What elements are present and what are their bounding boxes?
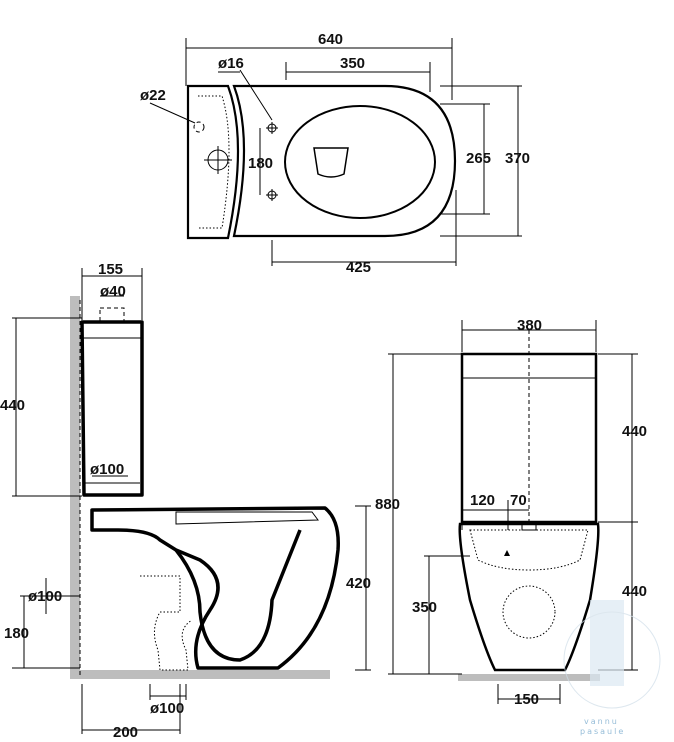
dim-side-o40: ø40 [100,283,126,300]
dim-side-180: 180 [4,625,29,642]
dim-front-150: 150 [514,691,539,708]
dim-top-265: 265 [466,150,491,167]
dim-side-o100-waste: ø100 [28,588,62,605]
dim-front-440-bottom: 440 [622,583,647,600]
side-view-trap [174,529,302,662]
top-view: 640 350 ø16 ø22 180 265 370 425 [140,31,530,276]
dim-side-o100-floor: ø100 [150,700,184,717]
side-view-bowl [90,506,340,670]
dim-front-120: 120 [470,492,495,509]
dim-side-440: 440 [0,397,25,414]
watermark-line1: vannu [584,717,619,726]
dim-side-155: 155 [98,261,123,278]
watermark-line2: pasaule [580,727,625,736]
side-view-tank [80,320,144,497]
dim-top-370: 370 [505,150,530,167]
dim-top-inlet: ø22 [140,87,166,104]
dim-side-o100-flush: ø100 [90,461,124,478]
dim-side-420: 420 [346,575,371,592]
dim-top-350: 350 [340,55,365,72]
front-view: 380 440 120 70 440 350 150 [388,317,647,708]
dim-top-425: 425 [346,259,371,276]
wall [70,296,80,678]
dim-front-350: 350 [412,599,437,616]
dim-side-880: 880 [375,496,400,513]
arrow-icon [504,550,510,556]
dim-top-width: 640 [318,31,343,48]
watermark: vannu pasaule [563,600,661,736]
floor [70,670,330,679]
side-view-rim [175,511,319,525]
top-view-tank-inner [198,95,230,229]
inlet-marker [521,523,537,531]
dim-front-440-top: 440 [622,423,647,440]
dim-side-200: 200 [113,724,138,741]
top-view-drain [313,147,349,178]
top-view-bowl-opening [284,105,436,219]
top-view-tank [186,84,240,240]
dim-top-hole: ø16 [218,55,244,72]
front-view-bowl [458,522,600,672]
dim-top-180: 180 [248,155,273,172]
inlet-hole-icon [193,121,205,133]
outlet-icon [502,585,556,639]
side-view-waste [140,575,193,671]
floor-front [458,674,600,681]
side-view: 155 ø40 440 ø100 420 880 ø100 180 ø100 2… [0,261,400,741]
dim-front-380: 380 [517,317,542,334]
tank-inlet [99,307,125,323]
dim-front-70: 70 [510,492,527,509]
